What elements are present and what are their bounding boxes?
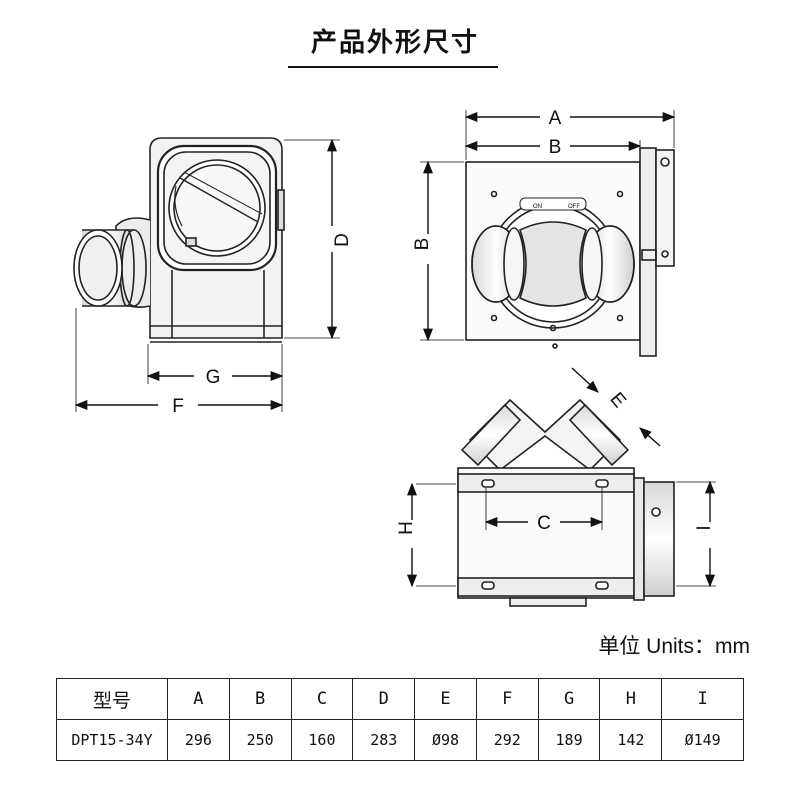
cell-G: 189 (537, 719, 601, 761)
header-cell-H: H (599, 678, 663, 720)
header-cell-C: C (290, 678, 354, 720)
dim-label-G: G (206, 367, 221, 388)
header-cell-A: A (167, 678, 230, 720)
dim-label-B-vertical: B (412, 238, 433, 251)
cell-A: 296 (167, 719, 230, 761)
cell-model: DPT15-34Y (56, 719, 168, 761)
header-cell-E: E (414, 678, 477, 720)
table-header-row: 型号 A B C D E F G H I (56, 678, 744, 720)
page-title: 产品外形尺寸 (310, 28, 479, 58)
dim-label-F: F (172, 396, 184, 417)
front-view-dimensions (420, 110, 676, 342)
dim-label-C: C (537, 513, 551, 534)
cell-H: 142 (599, 719, 663, 761)
cell-C: 160 (290, 719, 354, 761)
dim-label-H: H (396, 521, 417, 535)
spec-table: 型号 A B C D E F G H I DPT15-34Y 296 250 1… (56, 678, 744, 761)
dim-label-I: I (694, 525, 715, 530)
cell-E: Ø98 (414, 719, 477, 761)
header-cell-B: B (228, 678, 292, 720)
dim-label-E: E (605, 389, 629, 412)
knob-on-label: ON (533, 204, 542, 210)
table-row: DPT15-34Y 296 250 160 283 Ø98 292 189 14… (56, 719, 744, 761)
dim-label-A: A (549, 108, 562, 129)
header-cell-G: G (537, 678, 601, 720)
header-cell-D: D (352, 678, 416, 720)
side-view (73, 137, 285, 343)
header-cell-F: F (475, 678, 539, 720)
dim-label-B-horizontal: B (549, 137, 562, 158)
dim-label-D: D (332, 233, 353, 247)
top-view (457, 398, 675, 607)
title-underline (288, 66, 498, 68)
knob-off-label: OFF (568, 204, 580, 210)
header-cell-I: I (661, 678, 744, 720)
cell-I: Ø149 (661, 719, 744, 761)
cell-D: 283 (352, 719, 416, 761)
header-cell-model: 型号 (56, 678, 168, 720)
front-view (465, 147, 675, 357)
side-view-dimensions (74, 138, 340, 412)
units-label: 单位 Units：mm (598, 635, 750, 658)
cell-B: 250 (228, 719, 292, 761)
top-view-dimensions (406, 367, 716, 588)
cell-F: 292 (475, 719, 539, 761)
